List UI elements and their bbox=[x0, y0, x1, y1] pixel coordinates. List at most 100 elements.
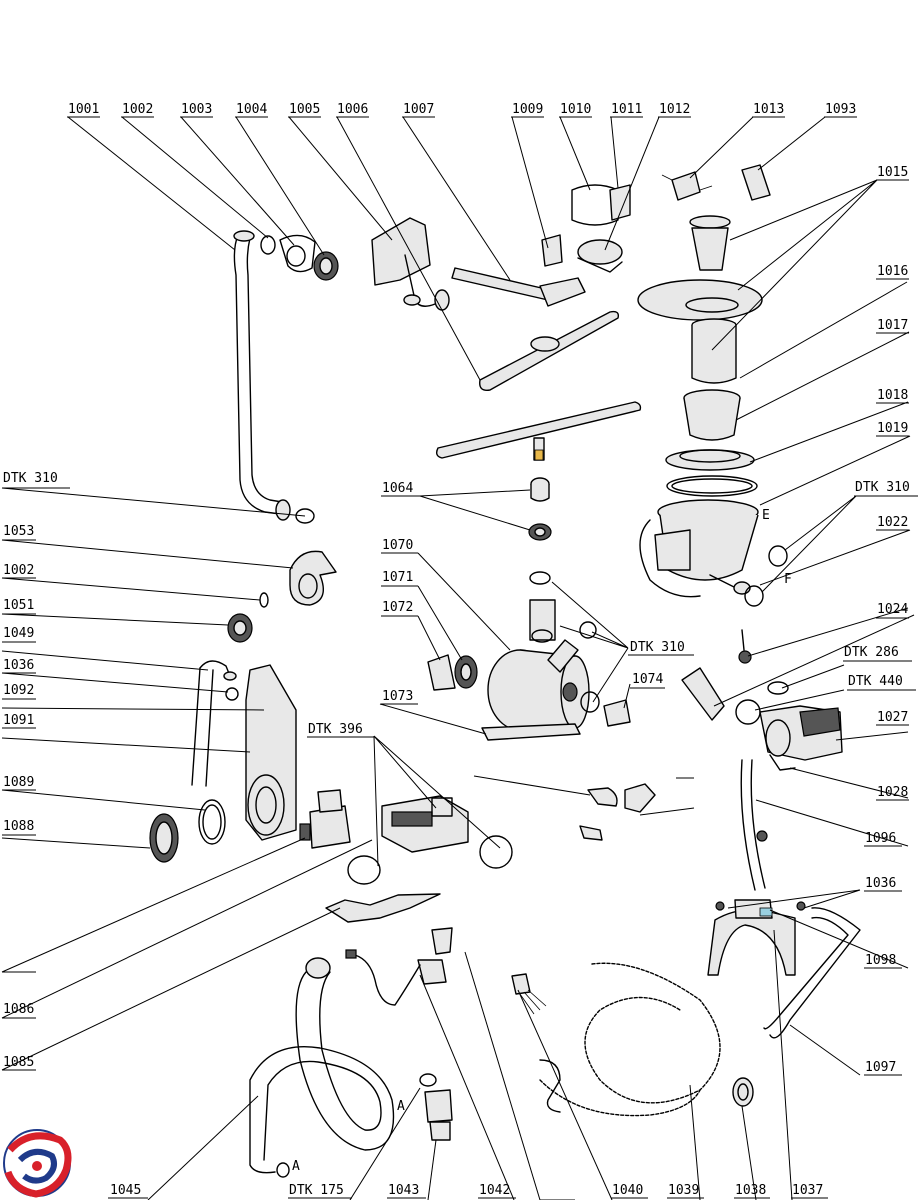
label-1022: 1022 bbox=[877, 515, 908, 530]
part-1053-volute bbox=[289, 550, 337, 606]
part-1038-ring bbox=[732, 1077, 754, 1107]
label-1036-a: 1036 bbox=[3, 658, 34, 673]
part-lower-spray-arm bbox=[435, 401, 642, 461]
label-1091: 1091 bbox=[3, 713, 34, 728]
leader-lines bbox=[1, 116, 915, 1200]
label-1024: 1024 bbox=[877, 602, 908, 617]
label-1004: 1004 bbox=[236, 102, 267, 117]
part-1036-small-b bbox=[796, 901, 806, 911]
label-1096: 1096 bbox=[865, 831, 896, 846]
label-1018: 1018 bbox=[877, 388, 908, 403]
label-1043: 1043 bbox=[388, 1183, 419, 1198]
label-1045: 1045 bbox=[110, 1183, 141, 1198]
part-1097-hose bbox=[769, 907, 861, 1039]
part-clamps-310-center bbox=[529, 571, 631, 727]
marker-a-valve: A bbox=[397, 1099, 405, 1114]
label-dtk396: DTK 396 bbox=[308, 722, 363, 737]
label-1070: 1070 bbox=[382, 538, 413, 553]
label-1015: 1015 bbox=[877, 165, 908, 180]
part-1037-bracket bbox=[707, 899, 796, 976]
label-1003: 1003 bbox=[181, 102, 212, 117]
label-dtk310-right: DTK 310 bbox=[855, 480, 910, 495]
part-1036-clamp-left bbox=[225, 687, 239, 701]
label-1092: 1092 bbox=[3, 683, 34, 698]
part-1073-tray bbox=[481, 723, 581, 741]
label-1001: 1001 bbox=[68, 102, 99, 117]
part-clamp-396-right bbox=[479, 835, 513, 869]
label-1002-b: 1002 bbox=[3, 563, 34, 578]
part-labels: 1001 1002 1003 1004 1005 1006 1007 1009 … bbox=[2, 102, 918, 1199]
label-1016: 1016 bbox=[877, 264, 908, 279]
label-dtk175: DTK 175 bbox=[289, 1183, 344, 1198]
label-1097: 1097 bbox=[865, 1060, 896, 1075]
label-1089: 1089 bbox=[3, 775, 34, 790]
label-1010: 1010 bbox=[560, 102, 591, 117]
part-1022-hose bbox=[741, 629, 745, 651]
part-1018-ring bbox=[665, 449, 755, 471]
label-1019: 1019 bbox=[877, 421, 908, 436]
label-1037: 1037 bbox=[792, 1183, 823, 1198]
part-1006-upper-spray-arm bbox=[479, 310, 620, 391]
label-1072: 1072 bbox=[382, 600, 413, 615]
part-1016-cylinder-filter bbox=[691, 318, 737, 384]
part-1086-inlet-valve bbox=[299, 789, 351, 849]
label-1088: 1088 bbox=[3, 819, 34, 834]
part-1043-valve bbox=[419, 1073, 453, 1141]
part-clamp-310-right-a bbox=[768, 545, 788, 567]
part-1042-sensor bbox=[345, 927, 453, 1006]
part-1085-bracket bbox=[325, 893, 441, 923]
label-1039: 1039 bbox=[668, 1183, 699, 1198]
part-1027-drain-pump bbox=[759, 705, 843, 771]
marker-a-hose: A bbox=[292, 1159, 300, 1174]
part-clamp-440 bbox=[735, 699, 761, 725]
part-clamp-286 bbox=[767, 681, 789, 695]
part-1036-small-a bbox=[715, 901, 725, 911]
part-1096-hose-b bbox=[750, 759, 766, 889]
label-1042: 1042 bbox=[479, 1183, 510, 1198]
part-1088-cap-inner bbox=[155, 821, 173, 855]
part-1017-filter-cup bbox=[683, 389, 741, 441]
part-1096-hose bbox=[740, 759, 756, 891]
part-1002-oring bbox=[259, 592, 269, 608]
part-1045-drain-hose bbox=[249, 957, 395, 1178]
label-dtk310-center: DTK 310 bbox=[630, 640, 685, 655]
part-1009-1012-group bbox=[541, 184, 631, 273]
label-1040: 1040 bbox=[612, 1183, 643, 1198]
label-1086: 1086 bbox=[3, 1002, 34, 1017]
part-1005-housing bbox=[371, 217, 450, 311]
label-1007: 1007 bbox=[403, 102, 434, 117]
part-1013-1093-switches bbox=[661, 164, 771, 201]
label-1013: 1013 bbox=[753, 102, 784, 117]
label-1002: 1002 bbox=[122, 102, 153, 117]
label-dtk286: DTK 286 bbox=[844, 645, 899, 660]
label-1006: 1006 bbox=[337, 102, 368, 117]
label-1011: 1011 bbox=[611, 102, 642, 117]
label-1073: 1073 bbox=[382, 689, 413, 704]
part-1072 bbox=[427, 654, 456, 691]
label-1049: 1049 bbox=[3, 626, 34, 641]
part-1022-end bbox=[738, 650, 752, 664]
marker-e: E bbox=[762, 508, 770, 523]
label-1038: 1038 bbox=[735, 1183, 766, 1198]
label-1005: 1005 bbox=[289, 102, 320, 117]
label-1074: 1074 bbox=[632, 672, 663, 687]
part-1049-pipe bbox=[191, 660, 237, 787]
part-1007-spray-tube bbox=[451, 267, 586, 307]
part-1051-inner bbox=[233, 620, 247, 636]
part-1038-ring-inner bbox=[737, 1083, 749, 1101]
part-1019-gasket-inner bbox=[671, 478, 753, 494]
part-1071-inner bbox=[460, 663, 472, 681]
part-1024-elbow bbox=[681, 667, 725, 721]
part-1089-ring-inner bbox=[202, 804, 222, 840]
label-1036-b: 1036 bbox=[865, 876, 896, 891]
part-1089-ring bbox=[198, 799, 226, 845]
part-1019-gasket bbox=[666, 475, 758, 497]
label-1098: 1098 bbox=[865, 953, 896, 968]
label-1093: 1093 bbox=[825, 102, 856, 117]
part-clamp-396-left bbox=[347, 855, 381, 885]
part-1070-wash-pump bbox=[487, 639, 590, 731]
label-1027: 1027 bbox=[877, 710, 908, 725]
part-1039-corrugated-hose bbox=[539, 962, 721, 1117]
part-module-396 bbox=[381, 795, 469, 853]
part-1064-fittings bbox=[528, 477, 552, 541]
